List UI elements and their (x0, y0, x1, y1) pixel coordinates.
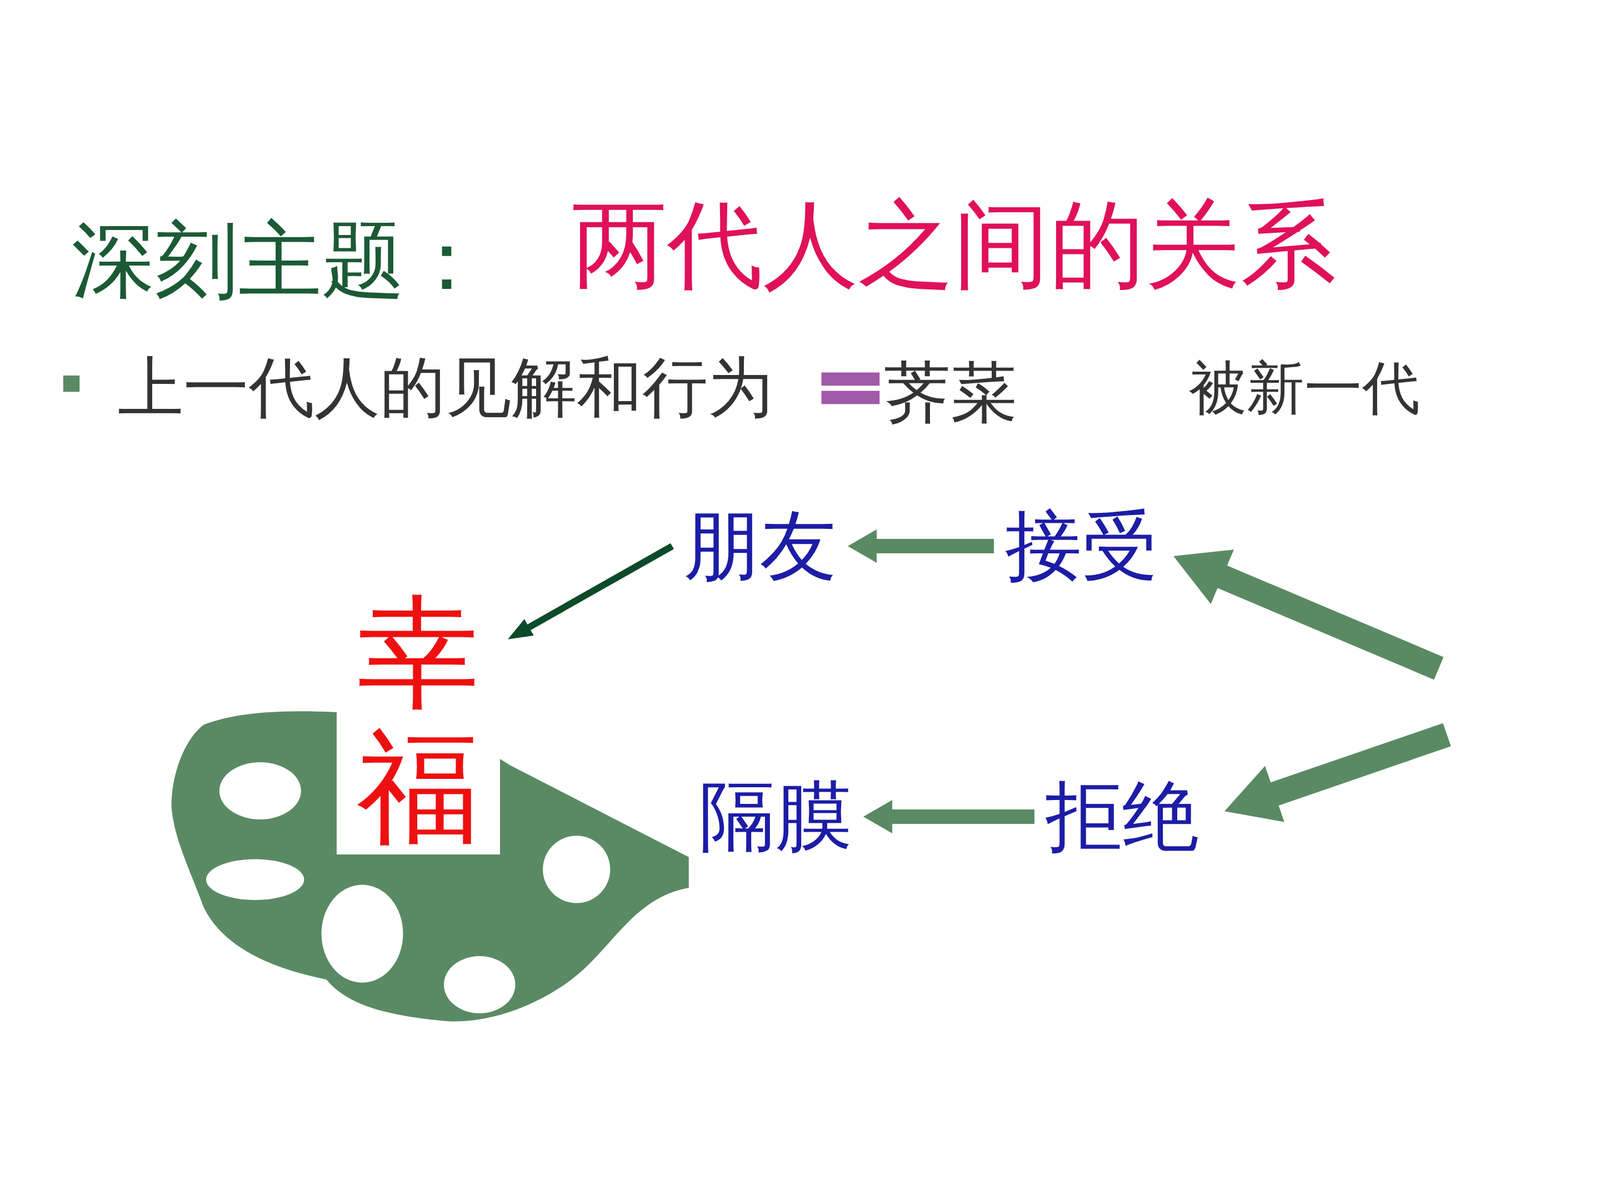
bullet-text: 上一代人的见解和行为 (117, 348, 774, 428)
heading: 深刻主题： (71, 210, 489, 310)
node-text: 幸福 (357, 585, 480, 855)
note-text: 荠菜 (883, 352, 1018, 433)
concept-node: 朋友 (680, 500, 840, 593)
node-text: 接受 (1005, 500, 1159, 593)
equals-sign (821, 390, 880, 404)
bowl-hole (321, 884, 404, 983)
happiness-box: 幸福 (336, 585, 500, 855)
node-text: 隔膜 (698, 770, 853, 863)
note-text: 被新一代 (1188, 353, 1420, 423)
connector-arrow (863, 800, 1035, 834)
node-text: 拒绝 (1045, 770, 1199, 863)
connector-arrow (847, 529, 994, 563)
concept-node: 拒绝 (1042, 770, 1203, 863)
concept-node: 接受 (1001, 500, 1162, 593)
bowl-hole (206, 859, 304, 900)
connector-arrow (507, 543, 674, 640)
split-arrow (1173, 549, 1444, 680)
concept-node: 隔膜 (695, 770, 856, 863)
bowl-hole (542, 835, 610, 903)
split-arrow (1224, 723, 1452, 823)
bullet (63, 375, 80, 392)
bowl-hole (219, 762, 302, 820)
heading-topic: 两代人之间的关系 (571, 187, 1337, 303)
bowl-hole (443, 956, 516, 1014)
equals-sign (821, 372, 880, 386)
node-text: 朋友 (683, 500, 837, 593)
